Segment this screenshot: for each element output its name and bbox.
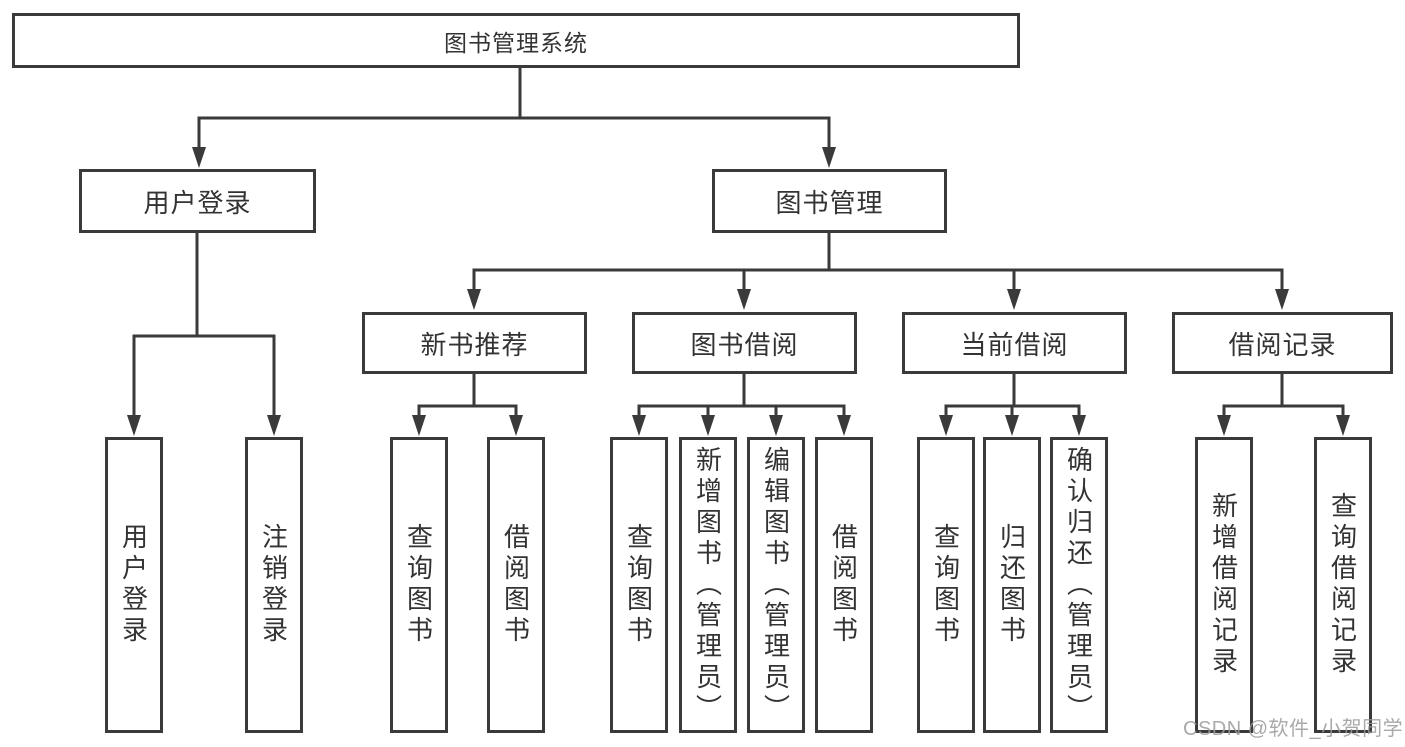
leaf-current-confirm-return-admin: 确认归还（管理员） xyxy=(1050,437,1108,733)
node-borrow-record: 借阅记录 xyxy=(1172,312,1393,374)
leaf-newbook-borrow-books: 借阅图书 xyxy=(487,437,545,733)
leaf-logout: 注销登录 xyxy=(245,437,303,733)
leaf-record-add-borrow-record: 新增借阅记录 xyxy=(1195,437,1253,733)
leaf-current-return-books: 归还图书 xyxy=(983,437,1041,733)
node-book-borrow: 图书借阅 xyxy=(632,312,857,374)
arrowheads xyxy=(127,147,1350,436)
leaf-record-query-borrow-record: 查询借阅记录 xyxy=(1314,437,1372,733)
leaf-newbook-query-books: 查询图书 xyxy=(390,437,448,733)
leaf-borrow-query-books: 查询图书 xyxy=(610,437,668,733)
leaf-borrow-edit-books-admin: 编辑图书（管理员） xyxy=(747,437,805,733)
node-new-book-recommend: 新书推荐 xyxy=(362,312,587,374)
csdn-watermark: CSDN @软件_小贺同学 xyxy=(1183,718,1404,740)
node-root-system: 图书管理系统 xyxy=(12,13,1020,68)
leaf-user-login: 用户登录 xyxy=(105,437,163,733)
leaf-current-query-books: 查询图书 xyxy=(917,437,975,733)
leaf-borrow-borrow-books: 借阅图书 xyxy=(815,437,873,733)
leaf-borrow-add-books-admin: 新增图书（管理员） xyxy=(679,437,737,733)
node-book-management: 图书管理 xyxy=(712,169,947,233)
node-current-borrow: 当前借阅 xyxy=(902,312,1127,374)
node-user-login: 用户登录 xyxy=(79,169,316,233)
